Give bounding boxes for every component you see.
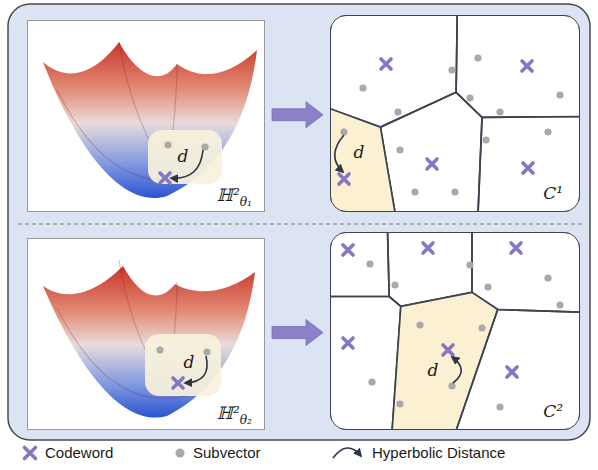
subvector-dot xyxy=(340,128,347,135)
distance-arc xyxy=(335,135,344,172)
codeword-cross xyxy=(443,345,453,355)
surface-shape xyxy=(43,42,257,198)
subvector-dot xyxy=(201,143,208,150)
codebook-label: C² xyxy=(543,402,563,421)
label-main: ℍ² xyxy=(217,403,240,423)
highlight-region xyxy=(148,130,222,184)
legend-codeword-symbol xyxy=(25,448,36,459)
subvector-dot xyxy=(411,188,418,195)
manifold-box: ℍ²θ₂ xyxy=(27,238,265,430)
subvector-dot xyxy=(556,91,563,98)
divider-line xyxy=(18,223,582,224)
subvector-dot xyxy=(448,66,455,73)
voronoi-cell xyxy=(456,15,580,117)
subvector-dot xyxy=(451,188,458,195)
legend-text: Hyperbolic Distance xyxy=(372,445,505,462)
subvector-dot xyxy=(544,274,551,281)
manifold-label: ℍ²θ₁ xyxy=(217,186,252,205)
voronoi-partition xyxy=(330,232,580,430)
codeword-cross xyxy=(343,245,353,255)
subvector-dot xyxy=(496,403,503,410)
hyperbolic-surface xyxy=(43,42,257,198)
subvector-dot xyxy=(448,382,455,389)
label-main: C¹ xyxy=(543,183,563,203)
codeword-cross xyxy=(160,173,170,183)
block-arrow xyxy=(272,102,323,128)
outer-panel xyxy=(8,4,590,440)
label-main: C² xyxy=(543,401,563,421)
subvector-dot xyxy=(474,54,481,61)
voronoi-cell xyxy=(456,309,580,430)
voronoi-cell xyxy=(330,232,389,297)
box-ground xyxy=(330,15,580,212)
label-subscript: θ₂ xyxy=(240,413,252,427)
subvector-dot xyxy=(396,400,403,407)
codeword-cross xyxy=(511,243,521,253)
codeword-cross xyxy=(173,378,183,388)
subvector-dot xyxy=(156,346,163,353)
subvector-dot xyxy=(496,108,503,115)
subvector-dot xyxy=(544,128,551,135)
subvector-dot xyxy=(359,84,366,91)
subvector-dot xyxy=(484,283,491,290)
voronoi-cell xyxy=(330,15,457,127)
legend-text: Codeword xyxy=(45,445,113,462)
codeword-cross xyxy=(381,59,391,69)
codeword-cross xyxy=(423,243,433,253)
distance-arc xyxy=(452,357,461,383)
box-ground xyxy=(27,238,265,430)
label-subscript: θ₁ xyxy=(240,195,252,209)
subvector-dot xyxy=(416,321,423,328)
distance-label: d xyxy=(184,354,195,371)
subvector-dot xyxy=(164,141,171,148)
highlight-region xyxy=(145,334,221,396)
voronoi-cell xyxy=(478,116,580,212)
label-main: ℍ² xyxy=(217,185,240,205)
subvector-dot xyxy=(466,261,473,268)
distance-label: d xyxy=(354,144,365,161)
subvector-dot xyxy=(394,108,401,115)
subvector-dot xyxy=(368,378,375,385)
codeword-cross xyxy=(507,367,517,377)
codeword-cross xyxy=(523,163,533,173)
surface-shape xyxy=(43,266,255,418)
subvector-dot xyxy=(478,324,485,331)
manifold-label: ℍ²θ₂ xyxy=(217,404,252,423)
voronoi-cell xyxy=(392,292,498,430)
voronoi-partition xyxy=(330,15,580,212)
subvector-dot xyxy=(391,281,398,288)
distance-label: d xyxy=(428,362,439,379)
subvector-dot xyxy=(366,260,373,267)
voronoi-cell xyxy=(330,109,395,212)
codeword-cross xyxy=(343,338,353,348)
distance-label: d xyxy=(178,148,189,165)
voronoi-cell xyxy=(380,92,482,212)
subvector-dot xyxy=(482,136,489,143)
legend-subvector-symbol xyxy=(176,449,185,458)
codeword-cross xyxy=(339,174,349,184)
voronoi-cell xyxy=(330,297,401,431)
box-ground xyxy=(27,20,265,212)
block-arrow xyxy=(272,320,323,346)
box-ground xyxy=(330,232,580,430)
voronoi-cell xyxy=(472,232,580,312)
codebook-box: C¹ xyxy=(330,15,580,212)
legend-text: Subvector xyxy=(193,445,261,462)
codeword-cross xyxy=(522,61,532,71)
subvector-dot xyxy=(556,301,563,308)
legend-distance-symbol xyxy=(333,448,361,458)
codeword-cross xyxy=(427,159,437,169)
subvector-dot xyxy=(203,348,210,355)
hyperbolic-surface xyxy=(43,260,255,418)
subvector-dot xyxy=(396,146,403,153)
subvector-dot xyxy=(466,94,473,101)
codebook-label: C¹ xyxy=(543,184,563,203)
manifold-box: ℍ²θ₁ xyxy=(27,20,265,212)
codebook-box: C² xyxy=(330,232,580,430)
